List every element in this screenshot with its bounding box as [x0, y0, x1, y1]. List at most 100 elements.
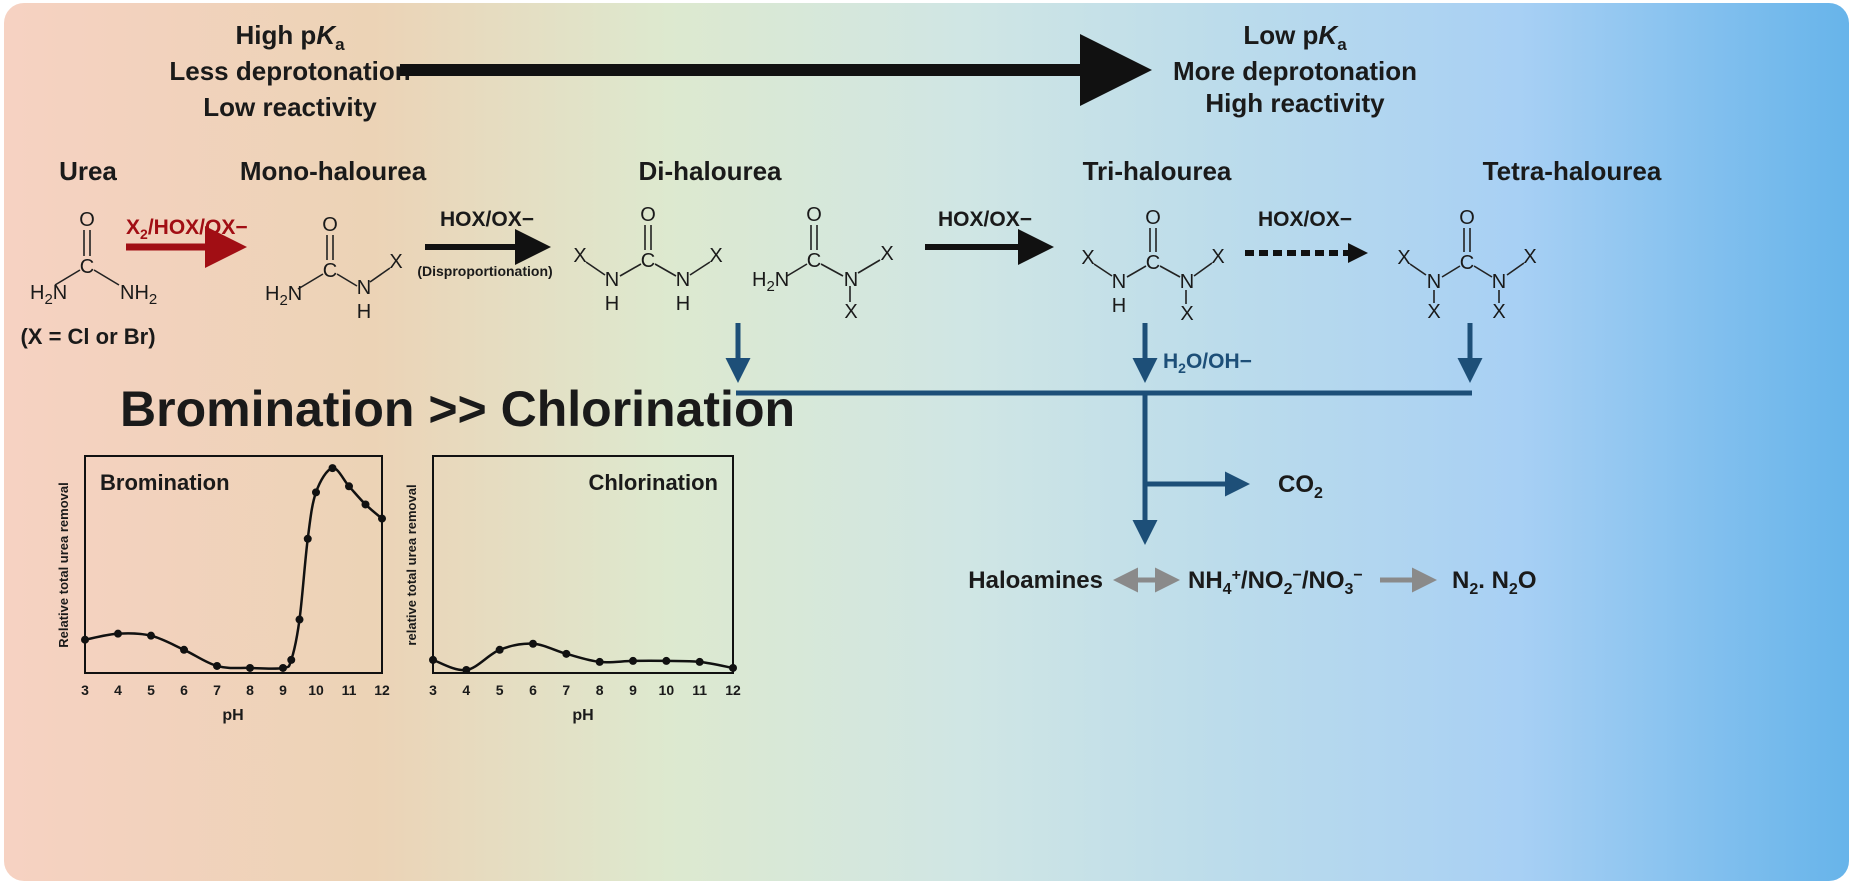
urea-oxygen: O: [79, 209, 95, 231]
di-asym-carbon: C: [807, 250, 821, 272]
di-halourea-label: Di-halourea: [638, 156, 782, 186]
di-sym-nitrogen-left: N: [605, 269, 619, 291]
mono-halogen: X: [389, 251, 402, 273]
chlorination-data-point: [495, 645, 504, 654]
tri-halogen-bottom: X: [1180, 303, 1193, 325]
step4-reagent: HOX/OX−: [1258, 208, 1352, 231]
high-reactivity-label: High reactivity: [1205, 88, 1385, 118]
tetra-halogen-3: X: [1427, 301, 1440, 323]
tetra-halourea-structure: [1409, 228, 1525, 303]
mono-halourea-structure: [297, 235, 391, 290]
bromination-data-point: [328, 464, 337, 473]
tetra-oxygen: O: [1459, 207, 1475, 229]
chlorination-chart-title: Chlorination: [588, 470, 718, 495]
chlorination-x-tick-10: 10: [659, 682, 675, 698]
bromination-x-tick-7: 7: [213, 682, 221, 698]
chlorination-data-point: [695, 657, 704, 666]
di-sym-oxygen: O: [640, 204, 656, 226]
chlorination-x-tick-5: 5: [496, 682, 504, 698]
tri-nitrogen-right: N: [1180, 271, 1194, 293]
di-sym-carbon: C: [641, 250, 655, 272]
tri-nitrogen-left: N: [1112, 271, 1126, 293]
less-deprotonation-label: Less deprotonation: [169, 56, 410, 86]
chlorination-x-tick-12: 12: [725, 682, 741, 698]
mono-nh2: H2N: [265, 283, 302, 309]
bromination-x-tick-10: 10: [308, 682, 324, 698]
header-right: Low pKa More deprotonation High reactivi…: [1173, 20, 1417, 118]
high-pka-label: High pKa: [235, 20, 345, 54]
bromination-x-tick-8: 8: [246, 682, 254, 698]
tetra-halogen-4: X: [1492, 301, 1505, 323]
hydrolysis-network: [725, 323, 1483, 545]
more-deprotonation-label: More deprotonation: [1173, 56, 1417, 86]
chlorination-data-point: [462, 666, 471, 674]
bromination-data-point: [81, 635, 89, 644]
chlorination-series-line: [432, 642, 734, 672]
tri-halourea-structure: [1093, 228, 1213, 304]
bromination-x-tick-11: 11: [342, 682, 357, 698]
chlorination-x-tick-8: 8: [596, 682, 604, 698]
bromination-data-point: [114, 629, 122, 638]
bromination-data-point: [303, 534, 312, 543]
urea-carbon: C: [80, 256, 94, 278]
di-sym-halogen-left: X: [573, 245, 586, 267]
chlorination-y-axis-label: relative total urea removal: [404, 484, 419, 645]
step4-arrowhead: [1348, 243, 1368, 263]
comparison-title: Bromination >> Chlorination: [120, 381, 795, 437]
mono-nitrogen: N: [357, 277, 371, 299]
bromination-data-point: [287, 655, 296, 664]
bromination-data-point: [279, 663, 287, 672]
di-sym-hydrogen-right: H: [676, 293, 690, 315]
hydrolysis-label: H2O/OH−: [1163, 350, 1252, 376]
low-reactivity-label: Low reactivity: [203, 92, 377, 122]
tetra-halogen-1: X: [1397, 247, 1410, 269]
chlorination-data-point: [529, 639, 537, 648]
urea-nh2-left: H2N: [30, 282, 67, 308]
tri-carbon: C: [1146, 252, 1160, 274]
gradient-background: [4, 3, 1849, 881]
bromination-x-tick-6: 6: [180, 682, 188, 698]
chlorination-x-axis-label: pH: [572, 707, 593, 724]
di-asym-halogen-top: X: [880, 243, 893, 265]
tetra-nitrogen-left: N: [1427, 271, 1441, 293]
di-asym-nh2: H2N: [752, 269, 789, 295]
di-sym-hydrogen-left: H: [605, 293, 619, 315]
chlorination-data-point: [429, 655, 437, 664]
di-sym-halogen-right: X: [709, 245, 722, 267]
tri-oxygen: O: [1145, 207, 1161, 229]
chlorination-chart: Chlorination relative total urea removal…: [404, 455, 741, 724]
bromination-series-line: [84, 466, 383, 670]
bromination-data-point: [345, 482, 353, 491]
tri-halogen-right: X: [1211, 246, 1224, 268]
di-asym-oxygen: O: [806, 204, 822, 226]
step1-reagent: X2/HOX/OX−: [126, 216, 248, 242]
halogen-note: (X = Cl or Br): [20, 324, 155, 349]
bromination-data-point: [312, 488, 320, 497]
bromination-x-tick-12: 12: [374, 682, 390, 698]
bromination-data-point: [147, 631, 155, 640]
bromination-chart: Bromination Relative total urea removal …: [56, 455, 390, 724]
haloamines-label: Haloamines: [968, 567, 1103, 594]
co2-label: CO2: [1278, 471, 1323, 502]
chlorination-marks: [429, 639, 737, 674]
bromination-data-point: [295, 615, 304, 624]
bromination-chart-title: Bromination: [100, 470, 230, 495]
step3-reagent: HOX/OX−: [938, 208, 1032, 231]
low-pka-label: Low pKa: [1243, 20, 1347, 54]
chlorination-data-point: [629, 656, 637, 665]
tri-halogen-left: X: [1081, 247, 1094, 269]
chlorination-data-point: [729, 663, 737, 672]
chlorination-x-tick-7: 7: [562, 682, 570, 698]
mono-hydrogen: H: [357, 301, 371, 323]
tetra-nitrogen-right: N: [1492, 271, 1506, 293]
tetra-halogen-2: X: [1523, 246, 1536, 268]
bromination-x-tick-9: 9: [279, 682, 287, 698]
nitrogen-species-label: NH4+/NO2−/NO3−: [1188, 567, 1363, 598]
tetra-halourea-label: Tetra-halourea: [1483, 156, 1662, 186]
chlorination-x-tick-3: 3: [429, 682, 437, 698]
step2-reagent: HOX/OX−: [440, 208, 534, 231]
chlorination-chart-frame: [432, 455, 734, 674]
